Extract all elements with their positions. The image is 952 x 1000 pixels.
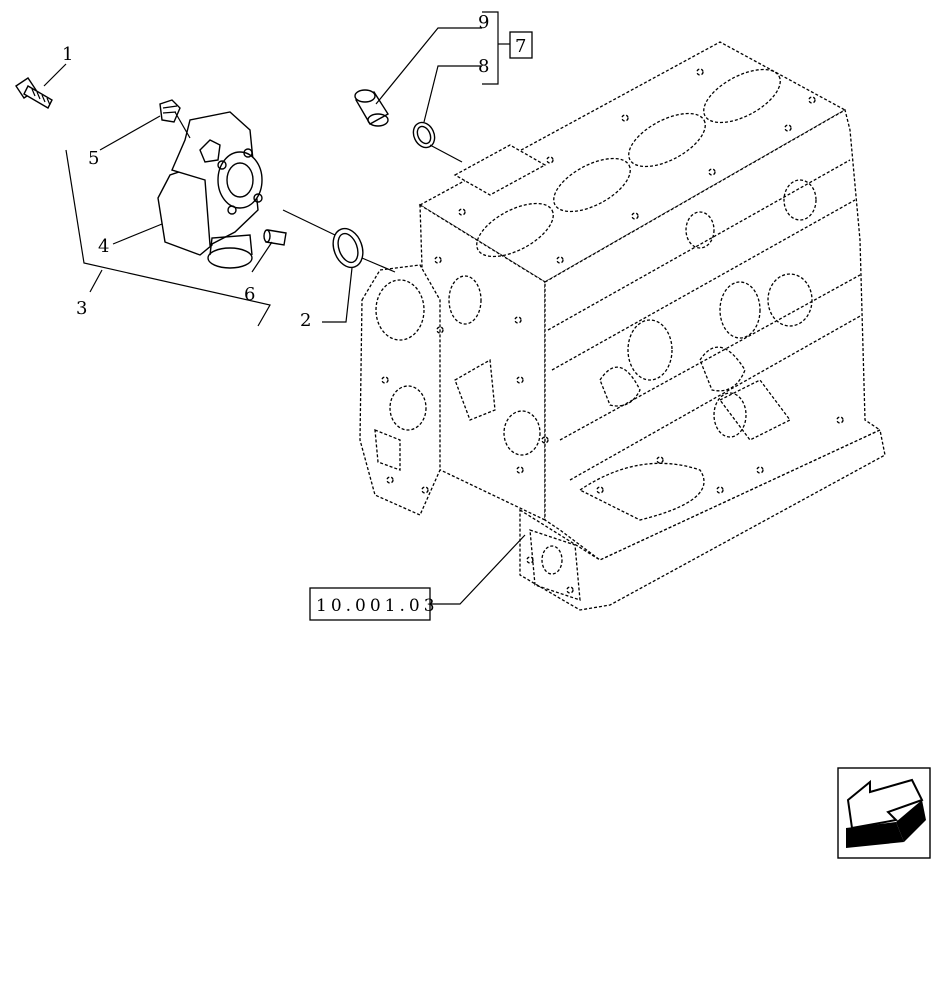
- callout-9: 9: [478, 12, 489, 33]
- part-8-o-ring: [412, 121, 436, 149]
- back-arrow-icon[interactable]: [837, 767, 931, 859]
- part-2-o-ring: [332, 227, 364, 269]
- callout-3: 3: [76, 298, 87, 319]
- leader-lines: [43, 11, 526, 605]
- part-9-sleeve: [354, 89, 389, 127]
- engine-block: [359, 41, 886, 611]
- part-5-plug: [159, 99, 181, 123]
- callout-7: 7: [515, 36, 526, 57]
- part-4-thermostat-housing: [157, 111, 263, 269]
- callout-2: 2: [300, 310, 311, 331]
- callout-labels: 1 5 4 3 6 2 9 8: [62, 12, 489, 331]
- callout-4: 4: [98, 236, 109, 257]
- callout-1: 1: [62, 44, 73, 65]
- part-6-pin: [263, 229, 287, 246]
- reference-label: 10.001.03: [316, 596, 439, 616]
- reference-box[interactable]: 10.001.03: [309, 587, 439, 621]
- callout-8: 8: [478, 56, 489, 77]
- callout-6: 6: [244, 284, 255, 305]
- part-1-bolt: [15, 77, 53, 109]
- callout-7-box: 7: [509, 31, 533, 59]
- callout-5: 5: [88, 148, 99, 169]
- block-bolt-holes: [381, 68, 844, 594]
